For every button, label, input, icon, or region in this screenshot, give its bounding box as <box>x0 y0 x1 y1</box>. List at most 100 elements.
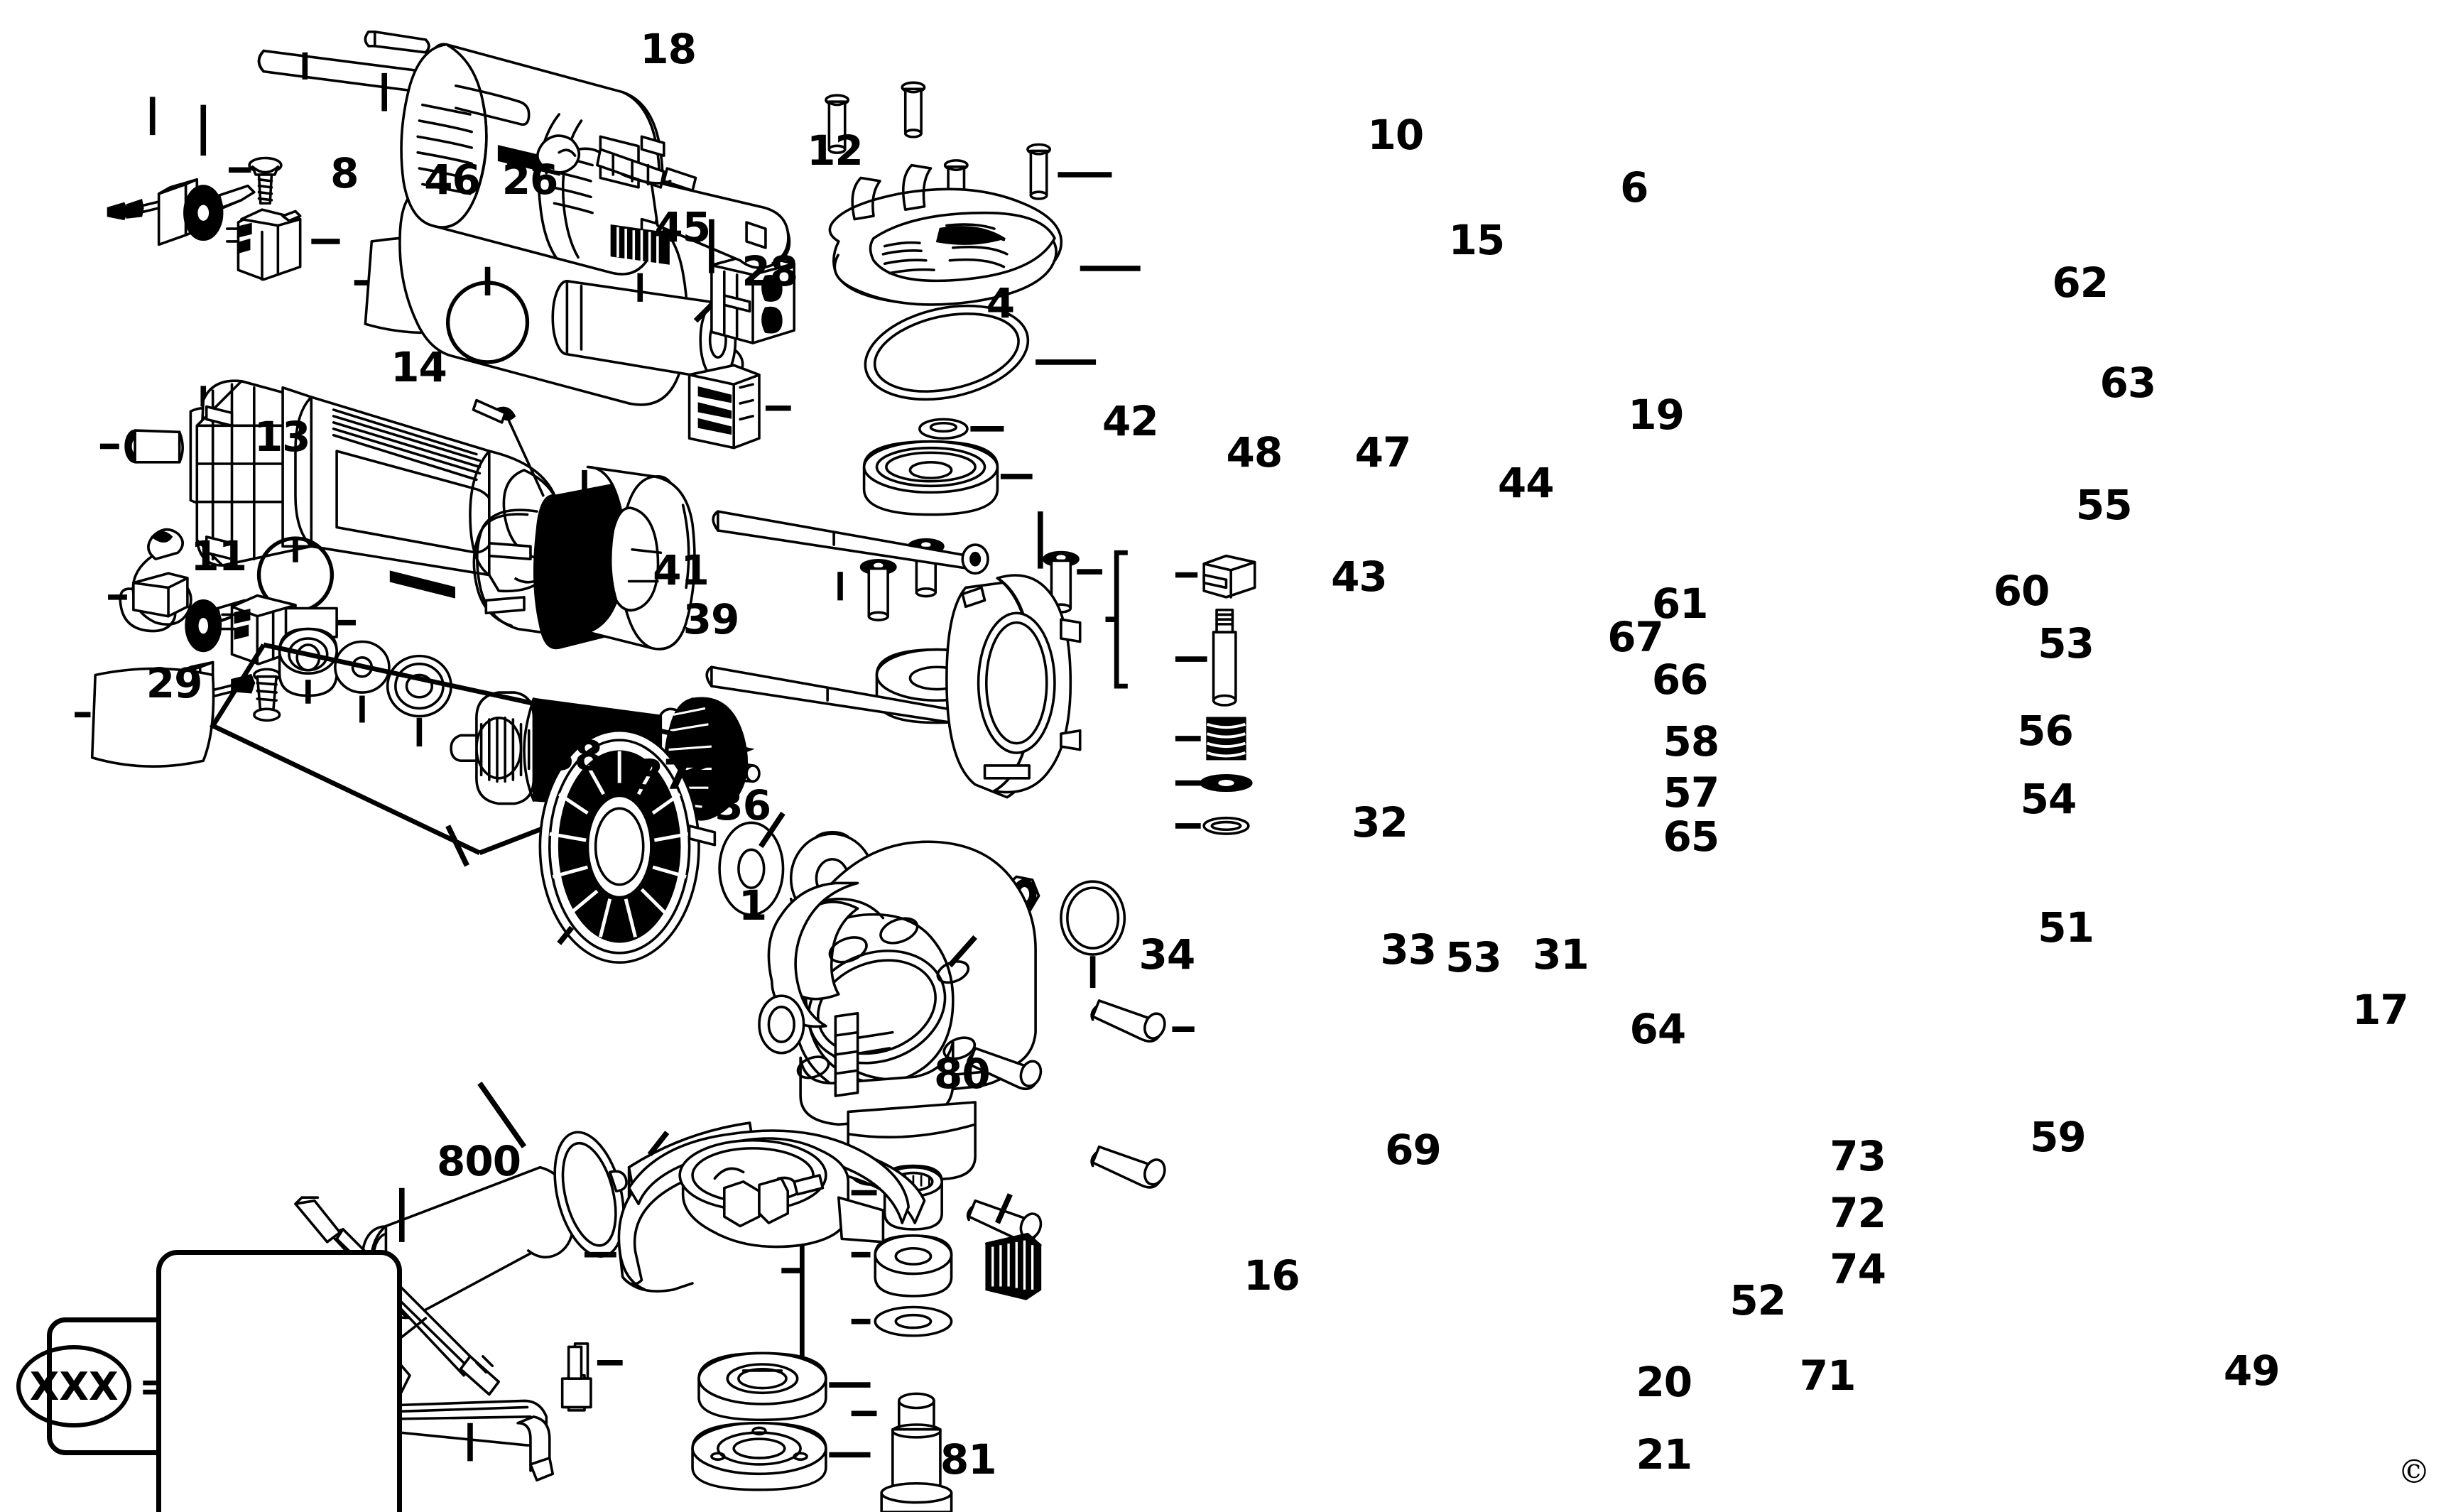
callout-59: 59 <box>2030 1113 2087 1162</box>
callout-71: 71 <box>1799 1351 1857 1400</box>
part-72-washer <box>874 1234 953 1298</box>
callout-11: 11 <box>190 531 247 580</box>
accessory-box-800 <box>156 1250 402 1512</box>
callout-10: 10 <box>1367 111 1425 160</box>
callout-34: 34 <box>1138 930 1195 979</box>
callout-81: 81 <box>940 1435 997 1484</box>
callout-62: 62 <box>2052 258 2109 307</box>
part-49-pin <box>560 1342 592 1412</box>
callout-80: 80 <box>933 1049 991 1098</box>
part-44-baffle <box>945 574 1082 799</box>
part-58-spring <box>1206 717 1246 761</box>
balloon-callout-41 <box>259 538 332 611</box>
part-59-bearing-cage <box>984 1232 1042 1300</box>
callout-60: 60 <box>1993 566 2050 615</box>
callout-72: 72 <box>1830 1189 1886 1238</box>
part-71-spindle <box>880 1392 953 1512</box>
callout-48: 48 <box>1226 428 1283 477</box>
part-64-oring <box>1060 880 1126 956</box>
part-74-shim <box>874 1305 953 1337</box>
callout-8: 8 <box>330 148 359 197</box>
part-17-screws <box>966 999 1166 1243</box>
callout-19: 19 <box>1628 390 1685 439</box>
callout-46: 46 <box>424 155 481 204</box>
part-55-o-ring <box>864 304 1030 401</box>
part-45-switch <box>226 208 302 281</box>
part-38-bearing <box>278 627 338 697</box>
callout-57: 57 <box>1663 768 1719 817</box>
legend-xxx-circle: XXX <box>16 1345 132 1427</box>
callout-31: 31 <box>1533 930 1589 979</box>
callout-800: 800 <box>437 1136 521 1185</box>
callout-64: 64 <box>1629 1005 1687 1054</box>
callout-61: 61 <box>1651 579 1709 628</box>
part-34-baffle-plate <box>538 729 717 964</box>
part-46-washer-tab <box>183 184 256 241</box>
part-51-gear-case-detail <box>758 840 1037 1187</box>
callout-17: 17 <box>2352 986 2409 1035</box>
callout-21: 21 <box>1636 1430 1692 1479</box>
part-12-bolt <box>364 30 430 54</box>
part-19-terminal-block <box>687 364 761 450</box>
part-48-spring <box>610 224 670 265</box>
callout-20: 20 <box>1636 1357 1692 1406</box>
callout-26: 26 <box>501 155 559 204</box>
copyright-symbol: © <box>2398 1452 2430 1491</box>
part-21-outer-flange <box>691 1421 827 1491</box>
part-26-screw <box>248 156 283 205</box>
callout-43: 43 <box>1331 552 1388 601</box>
part-20-inner-flange <box>697 1351 827 1422</box>
callout-33: 33 <box>1380 925 1437 974</box>
callout-37: 37 <box>635 751 692 800</box>
callout-47: 47 <box>1354 428 1412 477</box>
callout-67: 67 <box>1607 612 1664 661</box>
part-16-wheel-guard <box>617 1129 926 1293</box>
callout-15: 15 <box>1448 215 1506 264</box>
callout-55: 55 <box>2075 481 2133 530</box>
callout-14: 14 <box>391 342 447 391</box>
callout-58: 58 <box>1663 717 1719 766</box>
part-57-washer <box>1200 773 1253 793</box>
callout-54: 54 <box>2020 774 2077 823</box>
callout-63: 63 <box>2099 358 2156 407</box>
part-53-bearing-upper <box>862 440 999 516</box>
part-motor-field-housing <box>195 379 565 599</box>
callout-74: 74 <box>1830 1244 1886 1293</box>
callout-52: 52 <box>1729 1276 1786 1325</box>
callout-18: 18 <box>640 25 697 74</box>
part-36-bearing <box>386 654 452 718</box>
callout-1: 1 <box>738 881 767 930</box>
part-60-washer <box>918 418 969 440</box>
callout-4: 4 <box>986 279 1015 328</box>
callout-42: 42 <box>1102 396 1159 445</box>
callout-53a: 53 <box>2038 619 2094 668</box>
part-11-cord-guard <box>119 528 192 633</box>
callout-69: 69 <box>1385 1126 1442 1175</box>
part-32-washer <box>718 821 785 916</box>
part-47-switch-lever <box>536 134 791 269</box>
callout-28: 28 <box>741 247 798 296</box>
bracket-67 <box>1105 550 1128 689</box>
callout-56: 56 <box>2017 706 2074 755</box>
callout-38: 38 <box>546 731 603 781</box>
callout-6: 6 <box>1620 163 1648 212</box>
part-63-rear-cover <box>828 163 1063 306</box>
callout-44: 44 <box>1497 458 1555 507</box>
callout-36: 36 <box>714 781 771 830</box>
callout-53b: 53 <box>1445 933 1502 982</box>
callout-51: 51 <box>2038 903 2094 952</box>
callout-39: 39 <box>683 595 740 644</box>
balloon-callout-4 <box>448 283 528 362</box>
callout-41: 41 <box>653 545 710 594</box>
callout-32: 32 <box>1352 798 1408 847</box>
part-42-field-stator <box>472 398 696 651</box>
callout-13: 13 <box>254 412 311 461</box>
part-61-brush-cap <box>1202 554 1256 599</box>
part-13-screw <box>124 429 184 464</box>
callout-73: 73 <box>1830 1131 1886 1180</box>
callout-45: 45 <box>654 202 711 251</box>
callout-65: 65 <box>1663 812 1719 861</box>
callout-16: 16 <box>1244 1251 1300 1300</box>
